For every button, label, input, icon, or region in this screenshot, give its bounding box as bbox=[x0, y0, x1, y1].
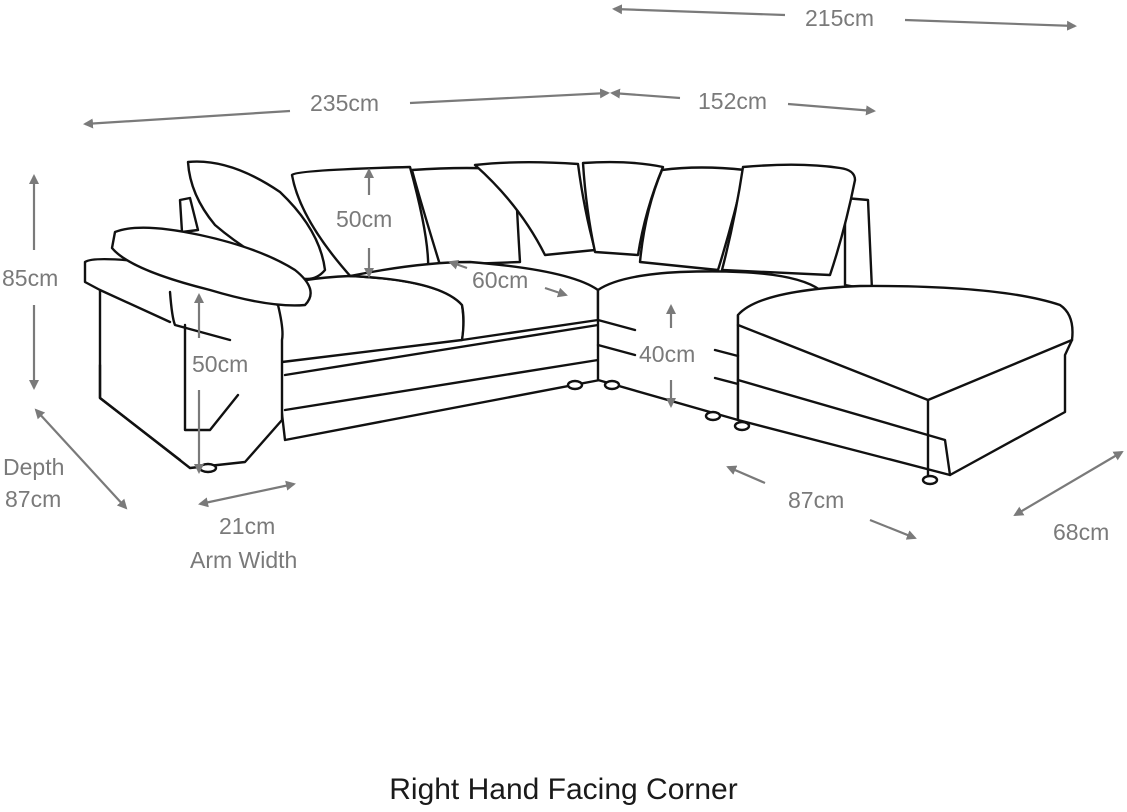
depth-label: Depth bbox=[3, 454, 65, 480]
back-cushion-height-label: 50cm bbox=[336, 206, 393, 232]
sofa-outline bbox=[83, 160, 1074, 486]
diagram-caption: Right Hand Facing Corner bbox=[389, 773, 738, 806]
overall-width-label: 215cm bbox=[805, 5, 875, 31]
chaise-width-label: 68cm bbox=[1053, 519, 1110, 545]
dimension-arrows bbox=[29, 4, 1124, 540]
height-label: 85cm bbox=[2, 265, 59, 291]
arm-width-label: Arm Width bbox=[190, 547, 298, 573]
seat-height-label: 40cm bbox=[639, 341, 696, 367]
left-section-width-label: 235cm bbox=[310, 90, 380, 116]
depth-value: 87cm bbox=[5, 486, 62, 512]
arm-width-value: 21cm bbox=[219, 513, 276, 539]
chaise-length-label: 87cm bbox=[788, 487, 845, 513]
arm-height-label: 50cm bbox=[192, 351, 249, 377]
seat-depth-label: 60cm bbox=[472, 267, 529, 293]
corner-section-width-label: 152cm bbox=[698, 88, 768, 114]
